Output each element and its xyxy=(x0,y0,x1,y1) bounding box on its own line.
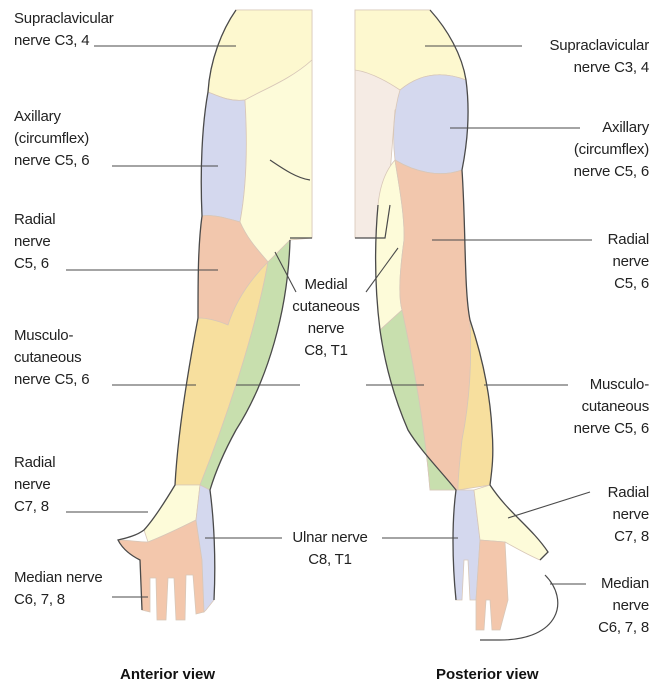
posterior-axillary-region xyxy=(394,75,468,174)
label-anterior-supraclavicular: Supraclavicular nerve C3, 4 xyxy=(14,8,114,52)
label-posterior-axillary: Axillary (circumflex) nerve C5, 6 xyxy=(574,117,649,183)
label-medial-cutaneous: Medial cutaneous nerve C8, T1 xyxy=(276,274,376,362)
leader-post-radial-lower xyxy=(508,492,590,518)
label-anterior-radial-upper: Radial nerve C5, 6 xyxy=(14,209,55,275)
label-ulnar: Ulnar nerve C8, T1 xyxy=(280,527,380,571)
label-posterior-median: Median nerve C6, 7, 8 xyxy=(598,573,649,639)
label-posterior-musculocutaneous: Musculo- cutaneous nerve C5, 6 xyxy=(574,374,649,440)
label-anterior-musculocutaneous: Musculo- cutaneous nerve C5, 6 xyxy=(14,325,89,391)
label-anterior-radial-lower: Radial nerve C7, 8 xyxy=(14,452,55,518)
posterior-view-title: Posterior view xyxy=(436,666,539,683)
label-posterior-radial-upper: Radial nerve C5, 6 xyxy=(608,229,649,295)
label-posterior-radial-lower: Radial nerve C7, 8 xyxy=(608,482,649,548)
label-anterior-axillary: Axillary (circumflex) nerve C5, 6 xyxy=(14,106,89,172)
label-posterior-supraclavicular: Supraclavicular nerve C3, 4 xyxy=(549,35,649,79)
label-anterior-median: Median nerve C6, 7, 8 xyxy=(14,567,103,611)
posterior-median-hand-region xyxy=(476,540,508,630)
posterior-radial-upper-region xyxy=(395,160,471,490)
posterior-arm xyxy=(355,10,558,640)
anterior-axillary-region xyxy=(201,92,246,222)
anterior-view-title: Anterior view xyxy=(120,666,215,683)
